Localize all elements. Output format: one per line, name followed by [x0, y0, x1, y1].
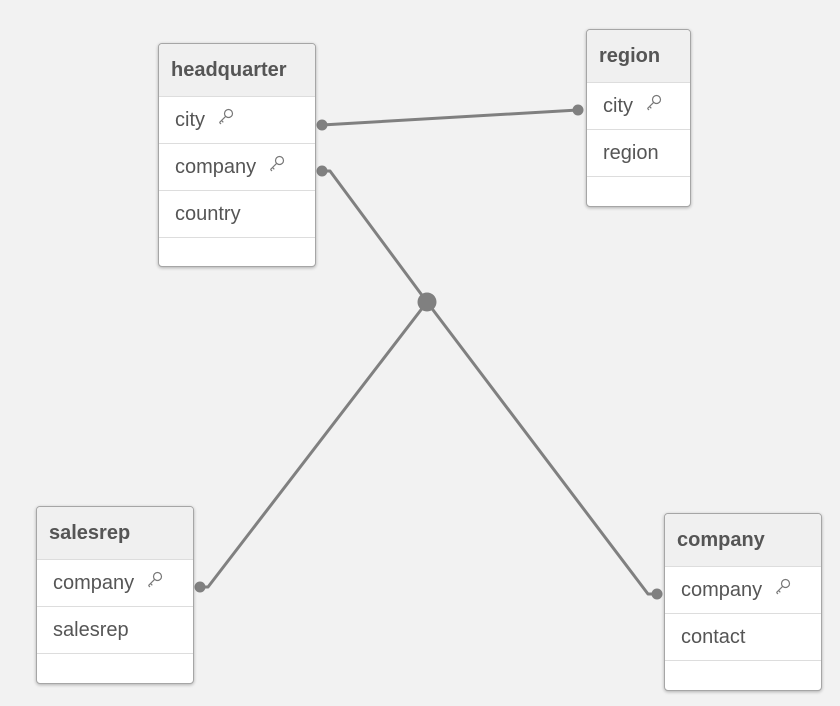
field-region[interactable]: region	[587, 129, 690, 176]
table-footer	[37, 653, 193, 683]
field-label: salesrep	[53, 619, 129, 641]
field-company[interactable]: company	[37, 559, 193, 606]
field-label: city	[175, 109, 205, 131]
key-icon	[645, 82, 663, 128]
link-endpoint-headquarter-city	[316, 119, 328, 131]
field-city[interactable]: city	[159, 96, 315, 143]
field-contact[interactable]: contact	[665, 613, 821, 660]
table-title: company	[665, 514, 821, 566]
field-label: contact	[681, 626, 746, 648]
key-icon	[217, 96, 235, 142]
field-salesrep[interactable]: salesrep	[37, 606, 193, 653]
table-footer	[159, 237, 315, 266]
field-company[interactable]: company	[159, 143, 315, 190]
field-city[interactable]: city	[587, 82, 690, 129]
table-title: region	[587, 30, 690, 82]
key-icon	[146, 559, 164, 605]
field-company[interactable]: company	[665, 566, 821, 613]
key-icon	[774, 566, 792, 612]
table-title: salesrep	[37, 507, 193, 559]
link-endpoint-headquarter-company	[316, 165, 328, 177]
field-label: company	[53, 572, 135, 594]
field-label: country	[175, 203, 241, 225]
table-title: headquarter	[159, 44, 315, 96]
table-footer	[587, 176, 690, 206]
field-label: company	[175, 156, 257, 178]
field-label: city	[603, 95, 633, 117]
link-endpoint-region-city	[572, 104, 584, 116]
link-headquarter-company-to-hub[interactable]	[320, 169, 429, 304]
link-salesrep-company-to-hub[interactable]	[198, 300, 429, 589]
table-headquarter[interactable]: headquarter city company country	[158, 43, 316, 267]
link-endpoint-company-company	[651, 588, 663, 600]
field-country[interactable]: country	[159, 190, 315, 237]
link-headquarter-city-to-region-city[interactable]	[320, 108, 580, 127]
table-footer	[665, 660, 821, 690]
field-label: region	[603, 142, 659, 164]
link-endpoint-salesrep-company	[194, 581, 206, 593]
table-salesrep[interactable]: salesrep company salesrep	[36, 506, 194, 684]
field-label: company	[681, 579, 763, 601]
table-company[interactable]: company company contact	[664, 513, 822, 691]
link-hub-to-company-company[interactable]	[425, 300, 659, 596]
link-hub-node[interactable]	[417, 292, 437, 312]
key-icon	[268, 143, 286, 189]
table-region[interactable]: region city region	[586, 29, 691, 207]
